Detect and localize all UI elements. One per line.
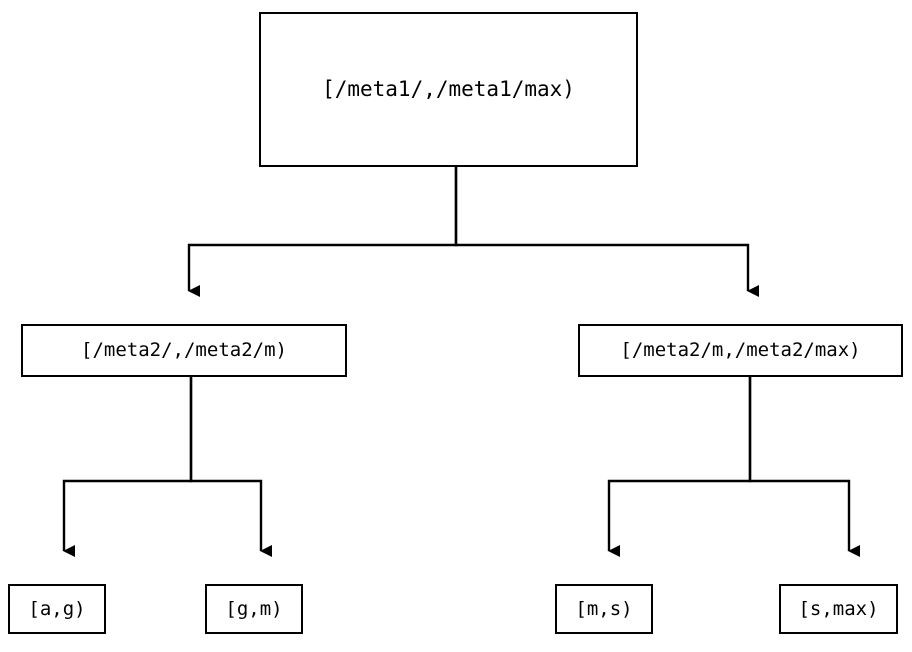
- tree-node-leaf-ag[interactable]: [a,g): [8, 584, 106, 634]
- edge-mid-left-to-leaf-ag: [62, 377, 193, 557]
- edge-mid-left-to-leaf-gm: [189, 377, 272, 557]
- tree-node-leaf-ms-label: [m,s): [575, 597, 633, 620]
- tree-node-leaf-smax-label: [s,max): [798, 597, 879, 620]
- tree-node-mid-left-label: [/meta2/,/meta2/m): [81, 339, 287, 361]
- tree-node-mid-right-label: [/meta2/m,/meta2/max): [620, 339, 861, 361]
- tree-node-leaf-smax[interactable]: [s,max): [779, 584, 898, 634]
- tree-node-root-label: [/meta1/,/meta1/max): [322, 77, 575, 101]
- edge-mid-right-to-leaf-smax: [748, 377, 860, 557]
- edge-mid-right-to-leaf-ms: [607, 377, 752, 557]
- tree-node-leaf-gm[interactable]: [g,m): [205, 584, 303, 634]
- tree-node-leaf-gm-label: [g,m): [225, 597, 283, 620]
- tree-node-mid-left[interactable]: [/meta2/,/meta2/m): [21, 324, 347, 377]
- tree-node-leaf-ms[interactable]: [m,s): [555, 584, 653, 634]
- edge-root-to-mid-right: [454, 167, 759, 297]
- tree-node-mid-right[interactable]: [/meta2/m,/meta2/max): [578, 324, 903, 377]
- tree-node-leaf-ag-label: [a,g): [28, 597, 86, 620]
- edge-root-to-mid-left: [187, 167, 458, 297]
- tree-node-root[interactable]: [/meta1/,/meta1/max): [259, 12, 638, 167]
